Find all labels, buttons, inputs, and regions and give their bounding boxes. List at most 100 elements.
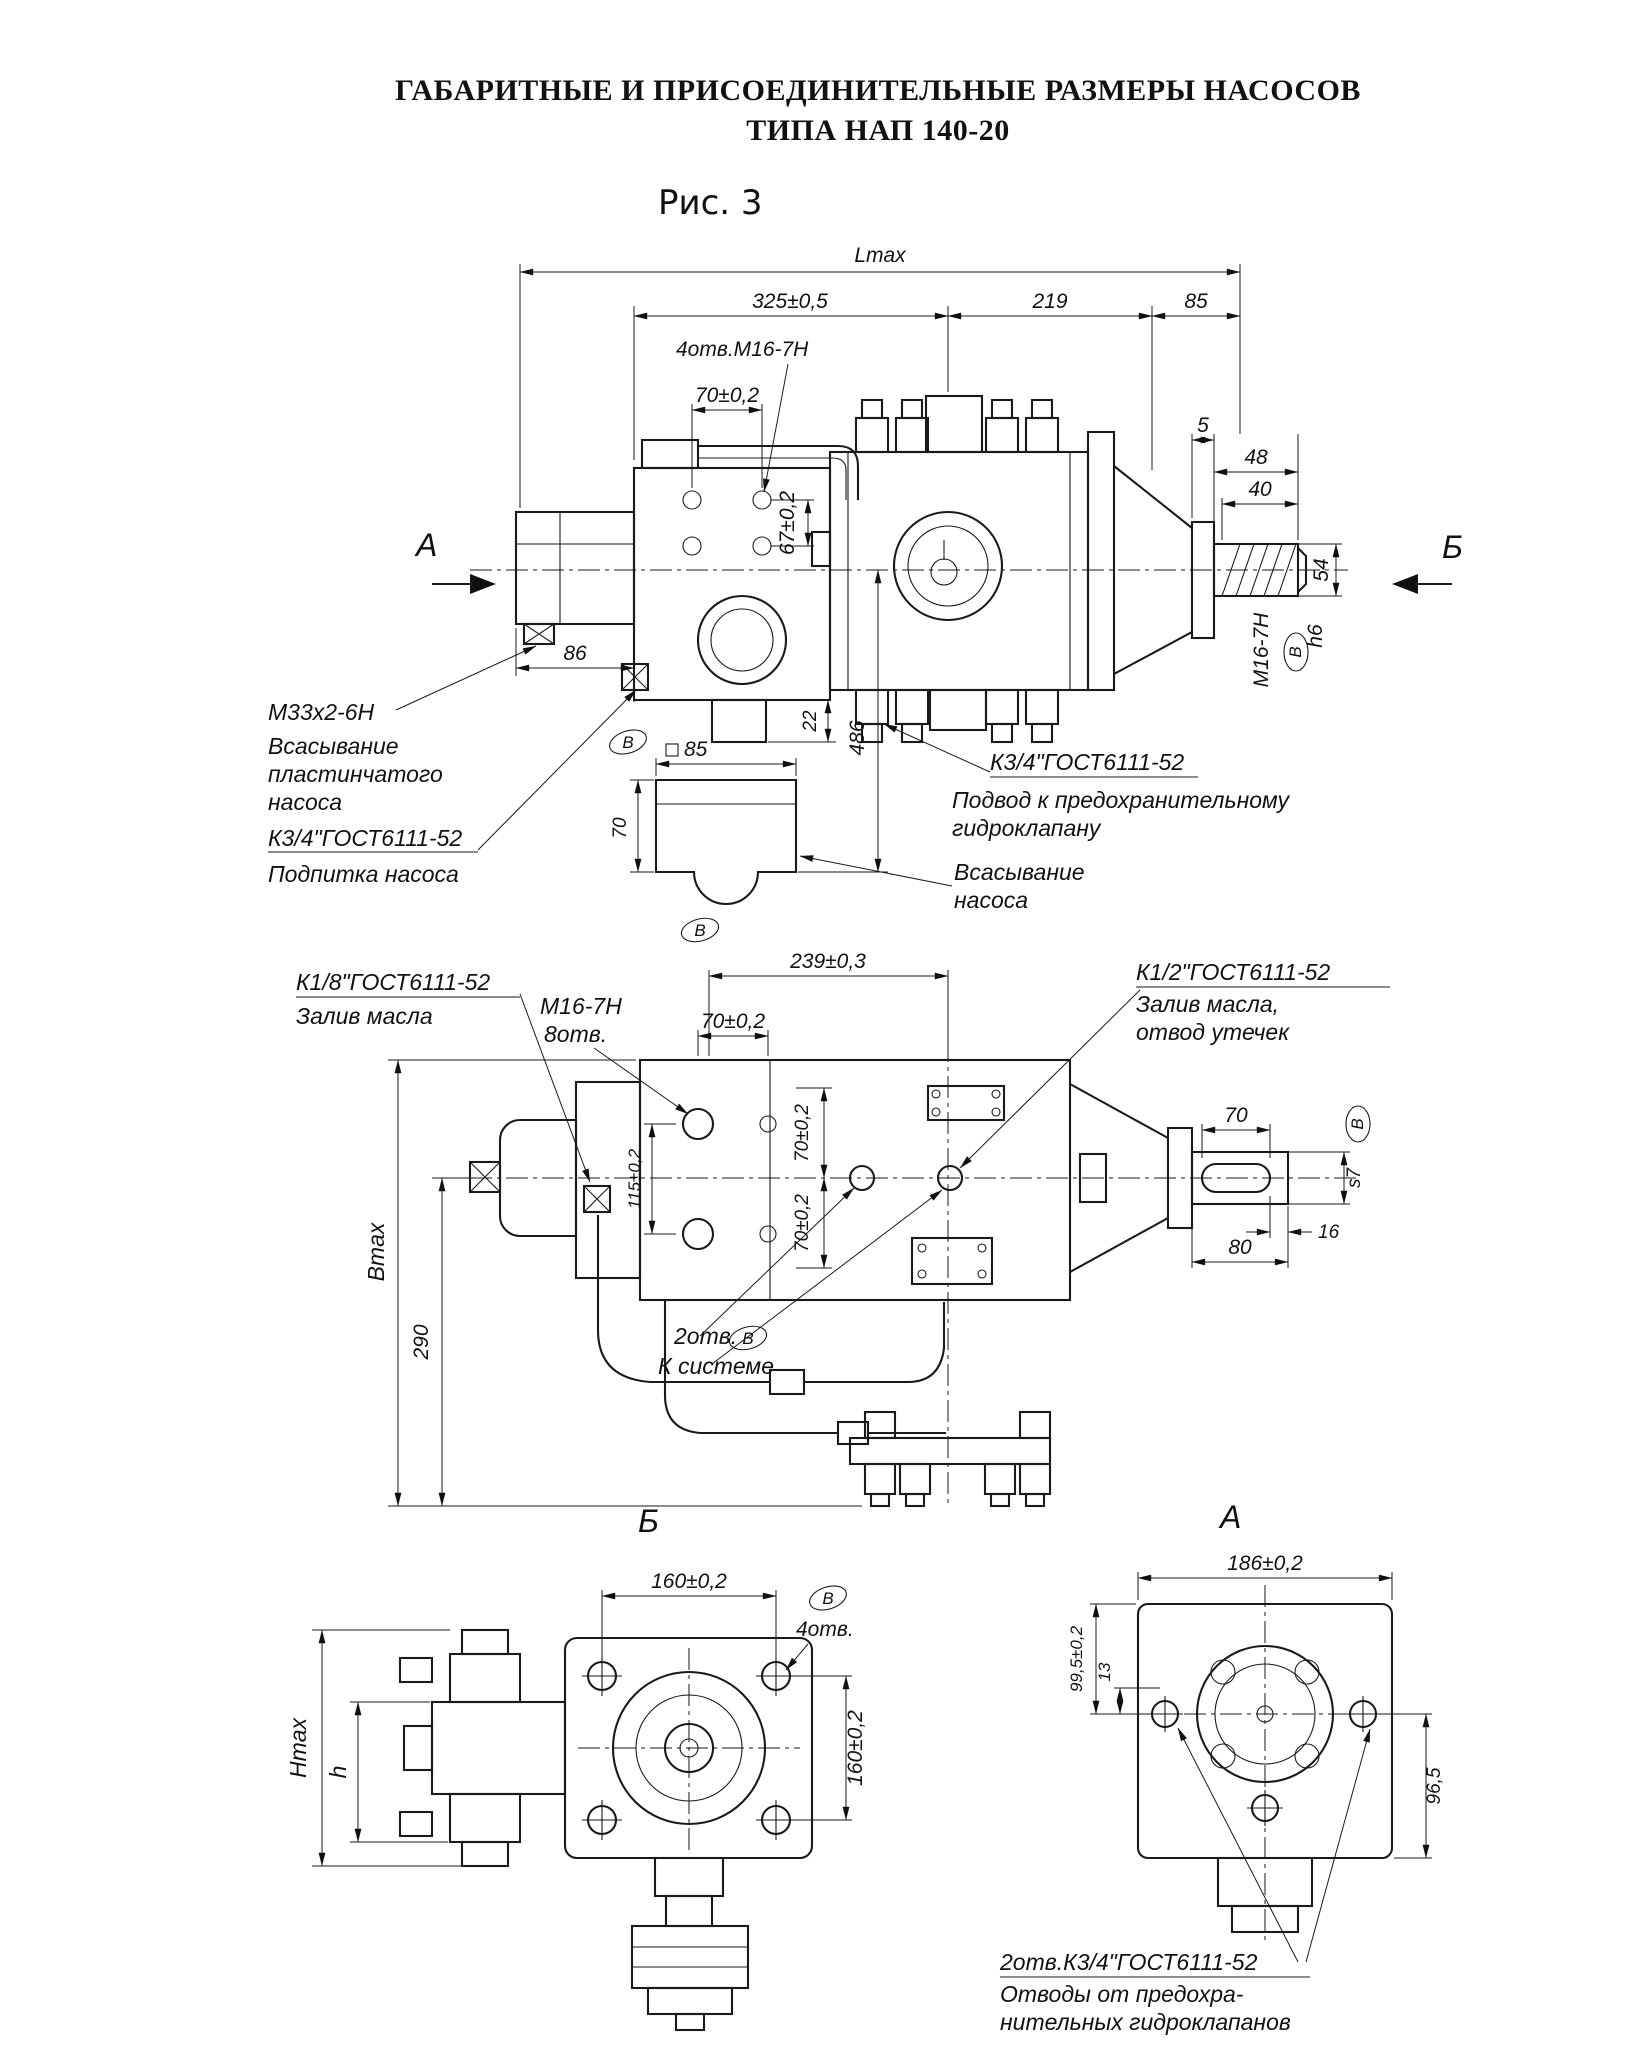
- dim-99-5: 99,5±0,2: [1067, 1625, 1086, 1692]
- dim-lmax: Lmax: [854, 244, 907, 267]
- dim-239: 239±0,3: [789, 950, 866, 973]
- valve-block: [810, 394, 1090, 744]
- dim-54: 54: [1310, 558, 1333, 581]
- suction-block: [514, 510, 636, 646]
- datum-flag: В: [1348, 1118, 1367, 1129]
- dim-5: 5: [1197, 414, 1209, 437]
- plan-body: [468, 1058, 1108, 1302]
- datum-flag-shaft: В: [1286, 646, 1305, 657]
- view-a-arrow: А: [414, 527, 496, 594]
- suction-boss: [696, 594, 788, 686]
- label-4otv-b: 4отв.: [796, 1618, 854, 1641]
- label-4otv-m16: 4отв.М16-7Н: [676, 338, 809, 361]
- view-b-letter: Б: [1442, 529, 1463, 565]
- dim-219: 219: [1031, 290, 1067, 313]
- plan-shaft: [1069, 1083, 1290, 1273]
- label-feed: Подпитка насоса: [268, 861, 459, 887]
- label-relief-2: гидроклапану: [952, 815, 1102, 841]
- square-symbol: [665, 743, 679, 757]
- dim-85-square: 85: [684, 738, 708, 761]
- label-suction-2: насоса: [954, 887, 1028, 913]
- suction-saddle: [654, 778, 798, 906]
- plan-piping: [596, 1215, 946, 1446]
- end-view-b: Б: [285, 1503, 867, 2032]
- datum-flag: В: [742, 1329, 753, 1348]
- label-to-system: К системе: [658, 1353, 774, 1379]
- dim-96-5: 96,5: [1424, 1767, 1445, 1804]
- label-vane-suction-3: насоса: [268, 789, 342, 815]
- dim-h: h: [325, 1766, 351, 1779]
- key-slot: [1200, 1162, 1272, 1194]
- dim-325: 325±0,5: [752, 290, 828, 313]
- dim-22: 22: [800, 710, 821, 733]
- pump-body: [620, 438, 860, 906]
- dim-16: 16: [1318, 1222, 1340, 1243]
- plan-bottom-assembly: [848, 1410, 1052, 1508]
- label-k18: К1/8"ГОСТ6111-52: [296, 969, 490, 995]
- dim-290: 290: [410, 1324, 433, 1360]
- note-relief-outlets-2: нительных гидроклапанов: [1000, 2009, 1291, 2035]
- dim-86: 86: [563, 642, 587, 665]
- view-a-title: А: [1218, 1499, 1241, 1535]
- datum-flags-side: В В: [609, 729, 720, 943]
- view-b-title: Б: [638, 1503, 659, 1539]
- side-view: А Б Lmax 325±0,5 219 85 4отв.М16-7Н: [268, 244, 1463, 943]
- dim-67: 67±0,2: [776, 491, 799, 555]
- dim-h6: h6: [1304, 624, 1327, 648]
- label-oil-drain-2: отвод утечек: [1136, 1019, 1290, 1045]
- label-m16-plan: М16-7Н: [540, 993, 622, 1019]
- page-title-line2: ТИПА НАП 140-20: [746, 114, 1009, 147]
- dim-80: 80: [1228, 1236, 1252, 1259]
- oil-fill-fitting: [582, 1184, 612, 1214]
- dim-486: 486: [846, 720, 869, 755]
- label-vane-suction-1: Всасывание: [268, 733, 399, 759]
- dim-hmax: Hmax: [285, 1716, 311, 1778]
- dim-s7: s7: [1344, 1167, 1365, 1189]
- view-a-dimensions: 186±0,2 99,5±0,2 13 96,5 2отв.К3/4"ГОСТ6…: [999, 1552, 1445, 2035]
- dim-85: 85: [1184, 290, 1208, 313]
- datum-flag: В: [822, 1589, 833, 1608]
- bottom-port: [710, 698, 768, 744]
- shaft-assembly: [1086, 430, 1308, 692]
- dim-bmax: Вmax: [363, 1221, 389, 1281]
- side-dimensions: Lmax 325±0,5 219 85 4отв.М16-7Н 70±0,2 6…: [515, 244, 1342, 873]
- view-b-arrow: Б: [1392, 529, 1463, 594]
- dim-115: 115±0,2: [625, 1148, 644, 1209]
- label-k34-relief: К3/4"ГОСТ6111-52: [990, 749, 1184, 775]
- flange-square-a: [1136, 1602, 1394, 1934]
- figure-label: Рис. 3: [658, 183, 763, 223]
- plan-view: 239±0,3 К1/8"ГОСТ6111-52 Залив масла М16…: [296, 950, 1390, 1508]
- shaft-stack-b: [630, 1856, 750, 2032]
- datum-flag: В: [694, 921, 705, 940]
- label-8otv: 8отв.: [544, 1021, 607, 1047]
- note-relief-outlets-1: Отводы от предохра-: [1000, 1981, 1244, 2007]
- dim-70-v2: 70±0,2: [792, 1194, 813, 1252]
- dim-70-key: 70: [1224, 1104, 1248, 1127]
- shaft: [1212, 542, 1300, 598]
- label-2otv: 2отв.: [673, 1323, 737, 1349]
- side-callouts-right: К3/4"ГОСТ6111-52 Подвод к предохранитель…: [799, 723, 1291, 913]
- label-vane-suction-2: пластинчатого: [268, 761, 443, 787]
- bearing-assembly-b: [398, 1628, 567, 1868]
- dim-160-h: 160±0,2: [651, 1570, 727, 1593]
- view-b-dimensions: 160±0,2 В 4отв. 160±0,2 Hmax h: [285, 1570, 867, 1867]
- dim-70-saddle: 70: [610, 817, 631, 839]
- label-oil-drain-1: Залив масла,: [1136, 991, 1279, 1017]
- m33-fitting: [522, 622, 556, 646]
- dim-70-v1: 70±0,2: [792, 1104, 813, 1162]
- label-oil-fill: Залив масла: [296, 1003, 433, 1029]
- label-m16-shaft: М16-7Н: [1250, 612, 1273, 688]
- datum-flag: В: [622, 733, 633, 752]
- label-m33: М33х2-6Н: [268, 699, 374, 725]
- side-callouts-left: М33х2-6Н Всасывание пластинчатого насоса…: [268, 645, 637, 887]
- label-k12: К1/2"ГОСТ6111-52: [1136, 959, 1330, 985]
- dim-70-02: 70±0,2: [695, 384, 759, 407]
- plan-dimensions: 239±0,3 К1/8"ГОСТ6111-52 Залив масла М16…: [296, 950, 1390, 1507]
- label-k34-feed: К3/4"ГОСТ6111-52: [268, 825, 462, 851]
- dim-48: 48: [1244, 446, 1268, 469]
- label-suction-1: Всасывание: [954, 859, 1085, 885]
- dim-70-plan-top: 70±0,2: [701, 1010, 765, 1033]
- header: ГАБАРИТНЫЕ И ПРИСОЕДИНИТЕЛЬНЫЕ РАЗМЕРЫ Н…: [395, 74, 1360, 223]
- dim-40: 40: [1248, 478, 1272, 501]
